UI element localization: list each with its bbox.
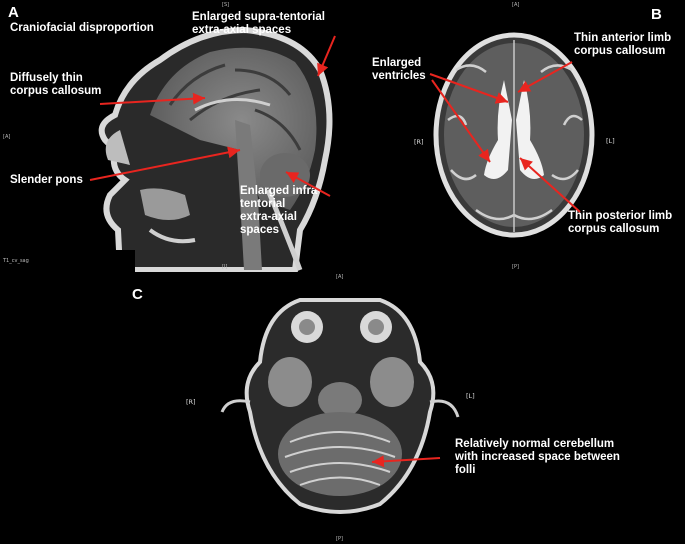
- panel-b-letter: B: [651, 6, 662, 23]
- panel-b-axial-mri: B Enlarged ventricles Thin anterior limb…: [336, 0, 685, 272]
- panel-c-axial-mri: C Relatively normal cerebellum with incr…: [0, 272, 685, 544]
- marker-b-top: [A]: [512, 2, 520, 8]
- marker-b-right: [L]: [606, 137, 615, 145]
- label-relatively-normal-cerebellum: Relatively normal cerebellum with increa…: [455, 438, 620, 476]
- marker-c-bottom: [P]: [336, 536, 343, 542]
- marker-a-bottom: [I]: [222, 264, 228, 270]
- label-enlarged-infratentorial: Enlarged infra- tentorial extra-axial sp…: [240, 185, 322, 236]
- panel-a-letter: A: [8, 4, 19, 21]
- label-enlarged-supratentorial: Enlarged supra-tentorial extra-axial spa…: [192, 11, 325, 36]
- marker-c-left: [R]: [186, 398, 196, 406]
- label-craniofacial-disproportion: Craniofacial disproportion: [10, 22, 154, 34]
- marker-b-bottom: [P]: [512, 264, 519, 270]
- marker-b-left: [R]: [414, 138, 424, 146]
- marker-a-top: [S]: [222, 2, 230, 8]
- label-enlarged-ventricles: Enlarged ventricles: [372, 57, 426, 82]
- marker-a-left: [A]: [3, 134, 11, 140]
- label-thin-posterior-limb: Thin posterior limb corpus callosum: [568, 210, 673, 235]
- panel-c-letter: C: [132, 286, 143, 303]
- label-thin-anterior-limb: Thin anterior limb corpus callosum: [574, 32, 672, 57]
- axial-cerebellum-mri-image: [0, 272, 685, 544]
- label-slender-pons: Slender pons: [10, 174, 83, 186]
- label-diffusely-thin-corpus-callosum: Diffusely thin corpus callosum: [10, 72, 102, 97]
- marker-c-right: [L]: [466, 392, 475, 400]
- marker-a-series: T1_cv_sag: [3, 258, 29, 264]
- panel-a-sagittal-mri: A Craniofacial disproportion Diffusely t…: [0, 0, 336, 272]
- marker-c-top: [A]: [336, 274, 344, 280]
